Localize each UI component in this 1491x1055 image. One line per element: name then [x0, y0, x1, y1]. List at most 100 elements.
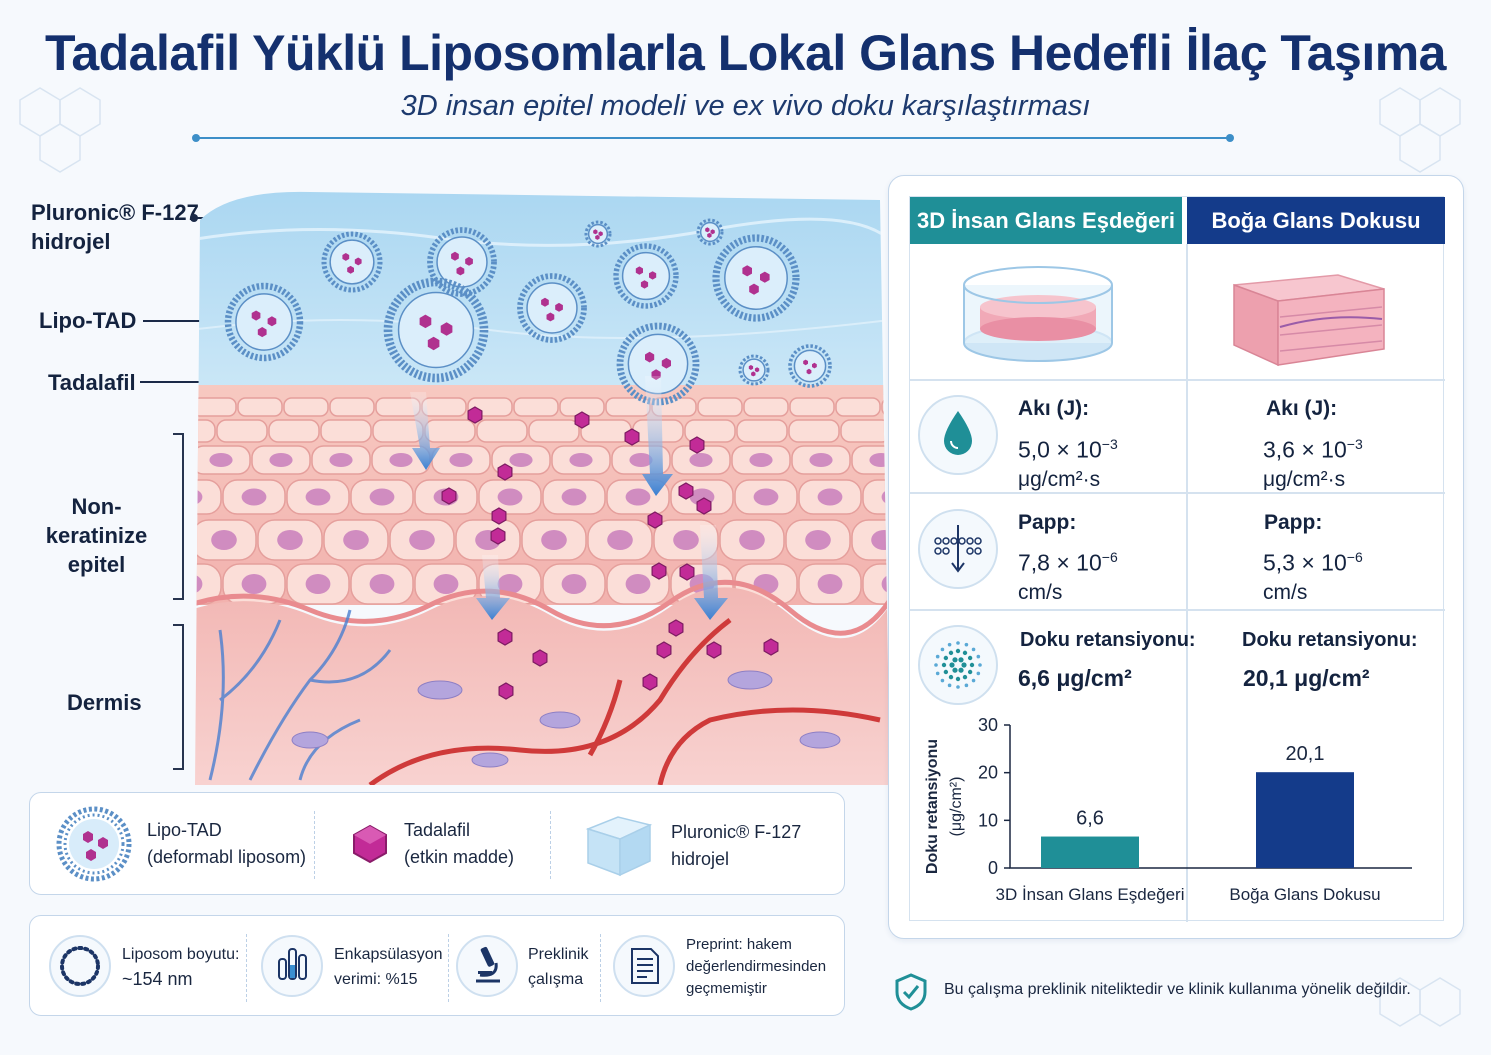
tadalafil-label: Tadalafil	[48, 370, 136, 395]
bar-1	[1256, 772, 1354, 868]
papp-label-col1: Papp:	[1018, 511, 1077, 534]
title-divider	[192, 134, 1234, 142]
column-header-bull-tissue: Boğa Glans Dokusu	[1187, 197, 1445, 244]
lipotad-label: Lipo-TAD	[39, 308, 137, 333]
bar-value-label: 6,6	[1076, 808, 1104, 830]
papp-label-col2: Papp:	[1264, 511, 1323, 534]
hydrogel-cube-icon	[585, 816, 653, 877]
retention-value-col1: 6,6 μg/cm²	[1018, 665, 1132, 691]
y-tick-label: 30	[978, 715, 998, 735]
hydrogel-label-line2: hidrojel	[31, 229, 111, 254]
column-divider	[1186, 244, 1188, 922]
fact-encapsulation-icon-wrap	[261, 935, 323, 997]
fact-preprint-line1: Preprint: hakem	[686, 936, 792, 953]
legend-separator	[314, 811, 315, 879]
page-title: Tadalafil Yüklü Liposomlarla Lokal Glans…	[44, 25, 1447, 81]
y-tick-label: 0	[988, 858, 998, 878]
facts-separator	[600, 934, 601, 1002]
legend-item-hydrogel: Pluronic® F-127 hidrojel	[550, 793, 844, 896]
flux-value-col1-exponent: −3	[1101, 436, 1118, 452]
flux-value-col1: 5,0 × 10−3 μg/cm²·s	[1018, 429, 1118, 495]
papp-value-col1-mantissa: 7,8 × 10	[1018, 549, 1102, 576]
study-facts-panel: Liposom boyutu: ~154 nm Enkapsülasyon ve…	[29, 915, 845, 1016]
hexagon-molecule-icon	[353, 824, 387, 864]
fact-preclinical-line1: Preklinik	[528, 946, 589, 963]
fact-preprint-line3: geçmemiştir	[686, 980, 767, 997]
comparison-table: 3D İnsan Glans Eşdeğeri Boğa Glans Dokus…	[909, 196, 1445, 922]
flux-label-col2: Akı (J):	[1266, 397, 1338, 420]
papp-icon-wrap	[918, 509, 998, 589]
retention-label-col2: Doku retansiyonu:	[1242, 629, 1418, 651]
legend-hydrogel-line2: hidrojel	[671, 849, 730, 869]
flux-value-col2: 3,6 × 10−3 μg/cm²·s	[1263, 429, 1363, 495]
retention-icon-wrap	[918, 625, 998, 705]
hexagon-pattern-left	[19, 87, 101, 173]
legend-tadalafil-line2: (etkin madde)	[404, 847, 515, 867]
flux-value-col1-unit: μg/cm²·s	[1018, 467, 1101, 491]
epithelium-label-line2: epitel	[67, 552, 126, 577]
fact-preprint-line2: değerlendirmesinden	[686, 958, 827, 975]
bar-0	[1041, 836, 1139, 868]
dermis-bracket	[173, 624, 184, 770]
fact-liposome-size-value: ~154 nm	[122, 969, 193, 989]
comparison-panel: 3D İnsan Glans Eşdeğeri Boğa Glans Dokus…	[888, 175, 1464, 939]
shield-check-icon	[895, 973, 927, 1011]
y-tick-label: 20	[978, 763, 998, 783]
y-tick-label: 10	[978, 810, 998, 830]
bull-tissue-block-image	[1233, 274, 1385, 367]
papp-value-col1: 7,8 × 10−6 cm/s	[1018, 542, 1118, 608]
fact-size-icon-wrap	[49, 935, 111, 997]
membrane-permeation-icon	[934, 525, 982, 573]
hexagon-pattern-bottom-right	[1379, 977, 1461, 1027]
fact-encapsulation-value: verimi: %15	[334, 971, 418, 988]
disclaimer-text: Bu çalışma preklinik niteliktedir ve kli…	[944, 981, 1411, 998]
fact-liposome-size: Liposom boyutu: ~154 nm	[122, 942, 239, 992]
retention-value-col2: 20,1 μg/cm²	[1243, 665, 1370, 691]
fact-liposome-size-label: Liposom boyutu:	[122, 946, 240, 963]
test-tubes-icon	[278, 948, 307, 980]
dotted-circle-icon	[60, 946, 100, 986]
flux-value-col1-mantissa: 5,0 × 10	[1018, 436, 1102, 463]
fact-preclinical-icon-wrap	[456, 935, 518, 997]
legend-panel: Lipo-TAD (deformabl liposom) Tadalafil (…	[29, 792, 845, 895]
epithelium-label: Non-keratinize epitel	[29, 492, 164, 579]
column-header-3d-model: 3D İnsan Glans Eşdeğeri	[910, 197, 1182, 244]
page-subtitle: 3D insan epitel modeli ve ex vivo doku k…	[400, 90, 1091, 122]
epithelium-label-line1: Non-keratinize	[45, 494, 148, 548]
epithelium-bracket	[173, 433, 184, 600]
fact-preclinical-line2: çalışma	[528, 971, 584, 988]
x-category-label: 3D İnsan Glans Eşdeğeri	[996, 885, 1185, 904]
hydrogel-label-line1: Pluronic® F-127	[31, 200, 199, 225]
legend-separator	[550, 811, 551, 879]
facts-separator	[448, 934, 449, 1002]
legend-tadalafil-line1: Tadalafil	[404, 820, 471, 840]
dermis-label: Dermis	[67, 690, 142, 715]
fact-encapsulation-label: Enkapsülasyon	[334, 946, 443, 963]
liposome-icon	[56, 806, 132, 882]
flux-icon-wrap	[918, 395, 998, 475]
y-axis-label: Doku retansiyonu	[924, 739, 941, 874]
legend-hydrogel-line1: Pluronic® F-127	[671, 822, 802, 842]
3d-model-dish-image	[963, 266, 1113, 362]
flux-value-col2-mantissa: 3,6 × 10	[1263, 436, 1347, 463]
particles-icon	[934, 641, 982, 689]
legend-item-liposome: Lipo-TAD (deformabl liposom)	[30, 793, 320, 896]
fact-preprint-icon-wrap	[613, 935, 675, 997]
papp-value-col1-exponent: −6	[1101, 549, 1118, 565]
microscope-icon	[476, 946, 500, 983]
legend-liposome-text: Lipo-TAD (deformabl liposom)	[147, 817, 306, 871]
flux-label-col1: Akı (J):	[1018, 397, 1090, 420]
legend-liposome-line2: (deformabl liposom)	[147, 847, 307, 867]
flux-value-col2-exponent: −3	[1346, 436, 1363, 452]
retention-label-col1: Doku retansiyonu:	[1020, 629, 1196, 651]
papp-value-col2: 5,3 × 10−6 cm/s	[1263, 542, 1363, 608]
document-icon	[631, 948, 659, 984]
papp-value-col2-mantissa: 5,3 × 10	[1263, 549, 1347, 576]
row-divider	[910, 379, 1445, 381]
papp-value-col2-exponent: −6	[1346, 549, 1363, 565]
hexagon-pattern-right	[1379, 87, 1461, 173]
y-axis-unit-label: (μg/cm²)	[948, 777, 965, 837]
bar-value-label: 20,1	[1286, 743, 1325, 765]
papp-value-col1-unit: cm/s	[1018, 580, 1063, 604]
